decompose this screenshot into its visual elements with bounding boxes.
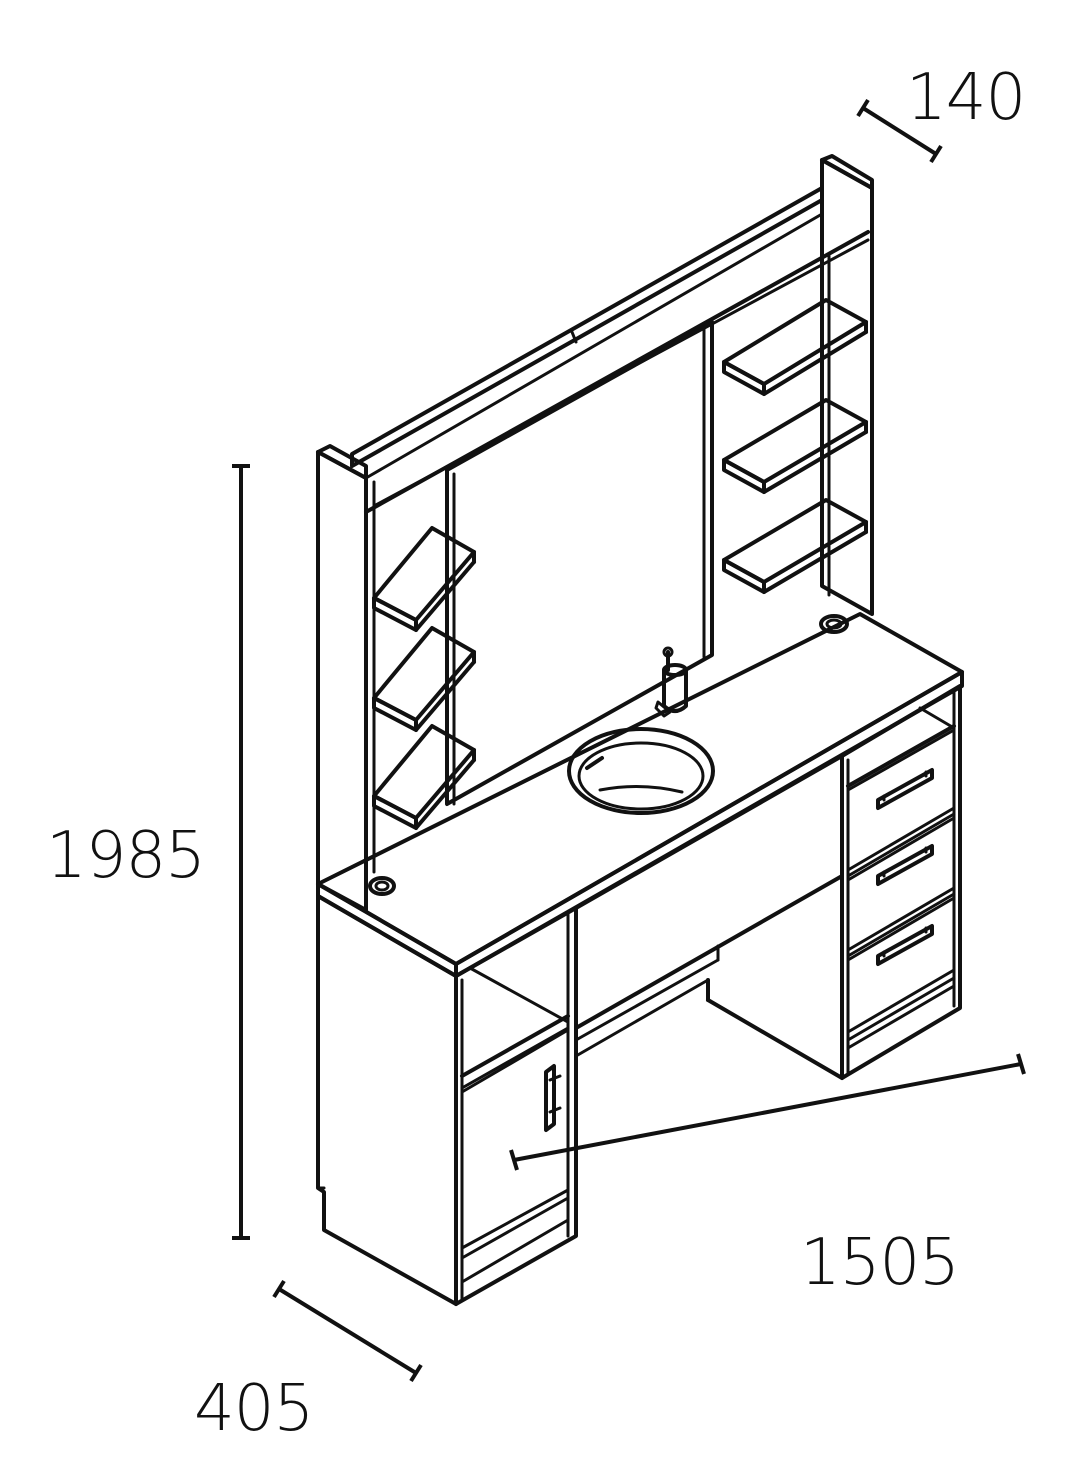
right-shelf-1 xyxy=(722,298,868,396)
right-pedestal xyxy=(840,684,962,1080)
drawer-2[interactable] xyxy=(846,816,956,958)
right-shelves xyxy=(722,298,868,594)
top-depth-dimension: 140 xyxy=(856,61,1026,164)
drawer-3[interactable] xyxy=(846,896,956,1050)
drawer-1[interactable] xyxy=(846,728,956,878)
faucet-icon xyxy=(654,646,688,718)
drawer-3-handle-icon[interactable] xyxy=(876,924,934,966)
drawer-2-handle-icon[interactable] xyxy=(876,844,934,886)
height-label: 1985 xyxy=(46,819,205,893)
left-shelf-1 xyxy=(372,526,476,632)
left-shelf-2 xyxy=(372,626,476,732)
width-label: 1505 xyxy=(800,1226,959,1300)
left-shelf-3 xyxy=(372,724,476,830)
countertop xyxy=(316,612,964,978)
width-dimension: 1505 xyxy=(509,1053,1026,1300)
depth-label: 405 xyxy=(194,1372,313,1446)
sink-bowl xyxy=(567,727,715,815)
hutch-left-upright xyxy=(316,444,376,912)
left-cubby xyxy=(460,966,570,1090)
knee-space xyxy=(574,754,844,1080)
left-door[interactable] xyxy=(460,1028,570,1284)
depth-dimension: 405 xyxy=(194,1279,423,1446)
left-pedestal xyxy=(316,894,578,1306)
right-shelf-2 xyxy=(722,398,868,494)
right-shelf-3 xyxy=(722,498,868,594)
height-dimension: 1985 xyxy=(46,464,250,1240)
hutch-crown xyxy=(350,186,870,514)
hutch xyxy=(316,154,874,912)
left-shelves xyxy=(372,526,476,830)
door-handle-icon[interactable] xyxy=(544,1064,562,1132)
top-depth-label: 140 xyxy=(906,61,1025,135)
hutch-right-upright xyxy=(820,154,874,616)
drawer-1-handle-icon[interactable] xyxy=(876,768,934,810)
